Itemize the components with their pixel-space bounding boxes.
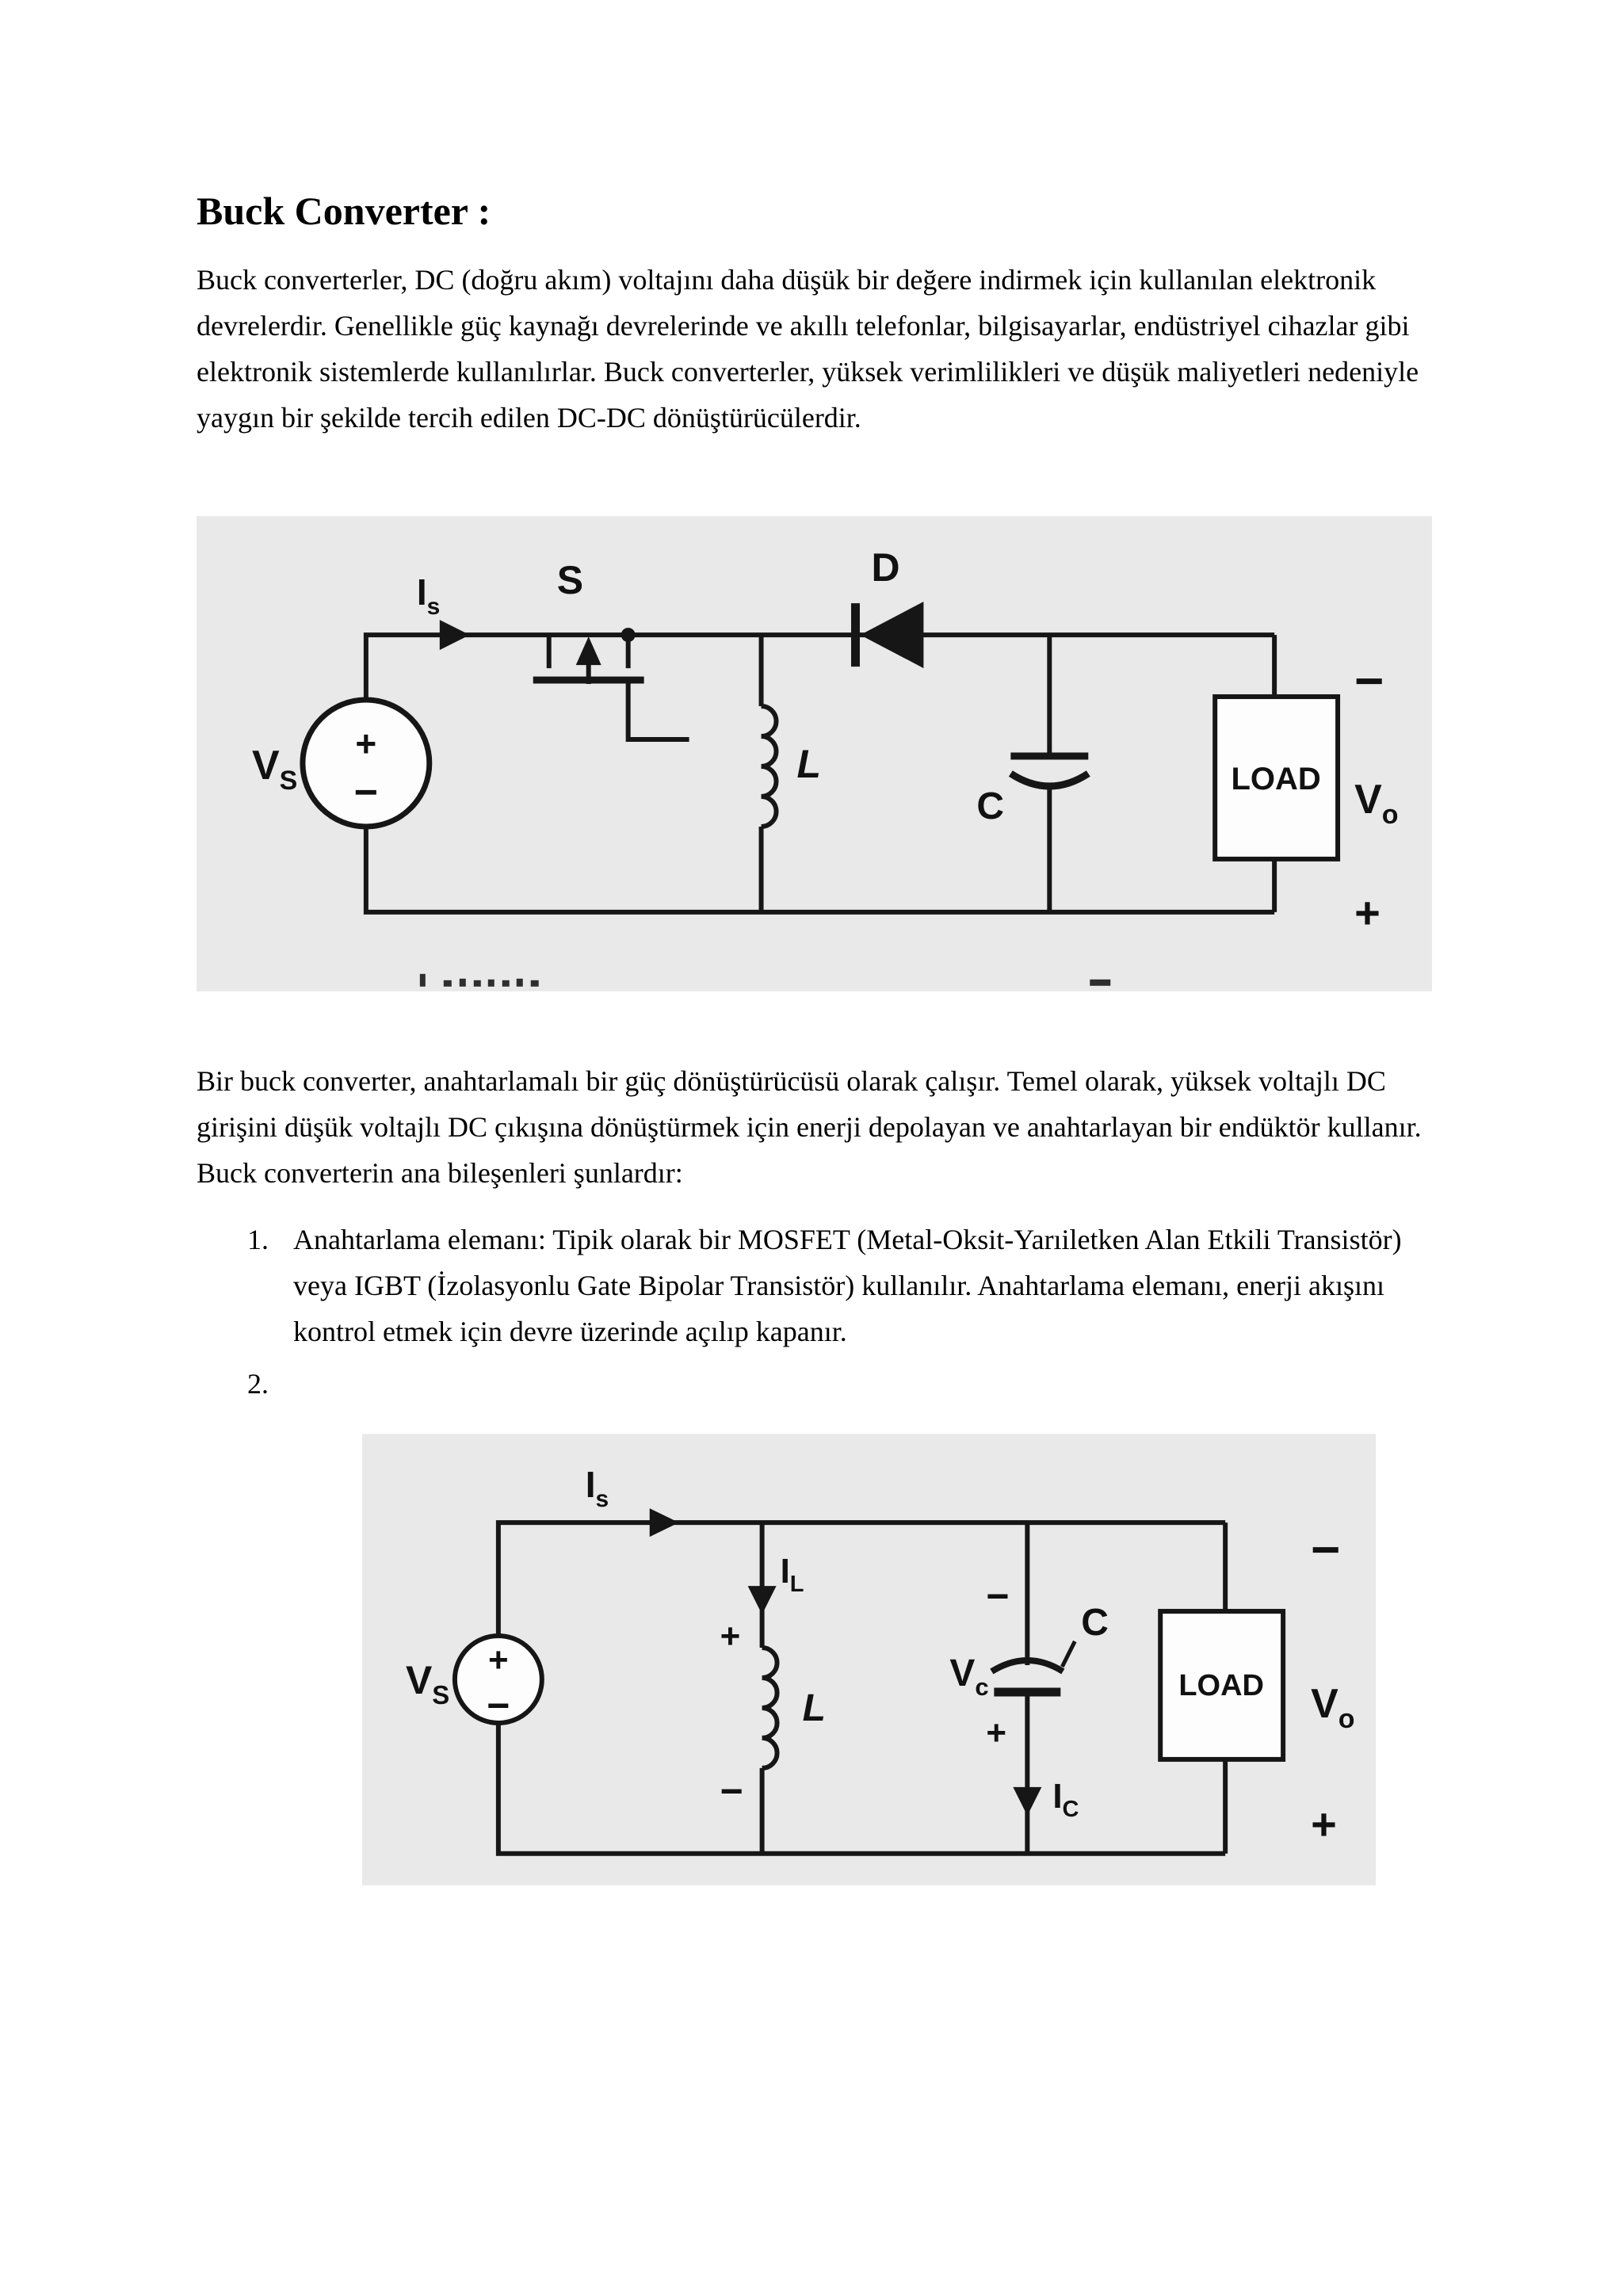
list-item-1-text: Anahtarlama elemanı: Tipik olarak bir MO… [293,1224,1402,1347]
output-minus-sign: − [1354,652,1384,709]
list-item-1: 1. Anahtarlama elemanı: Tipik olarak bir… [247,1217,1432,1354]
source-current-arrow [649,1508,679,1538]
fig1-wires [363,632,1277,915]
source-current-label: Is [417,571,440,620]
capacitor-symbol [990,1640,1077,1697]
voltage-source-symbol [452,1633,544,1725]
list-item-2-text [293,1361,1432,1407]
source-voltage-label: VS [406,1658,449,1710]
load-label: LOAD [1232,762,1321,797]
output-voltage-label: Vo [1311,1681,1354,1734]
diode-label: D [871,545,899,590]
diode-symbol [850,602,924,669]
fig2-wires [495,1520,1228,1856]
source-current-label: Is [586,1464,609,1512]
intro-paragraph: Buck converterler, DC (doğru akım) volta… [197,264,1419,434]
capacitor-current-arrow [1013,1786,1042,1816]
inductor-current-label: IL [781,1552,804,1597]
list-item-1-number: 1. [247,1224,269,1255]
output-plus-sign: + [1311,1799,1337,1849]
output-plus-sign: + [1354,888,1381,938]
load-box [1158,1609,1286,1762]
inductor-label: L [803,1687,826,1729]
body-paragraph: Bir buck converter, anahtarlamalı bir gü… [197,1065,1422,1189]
inductor-minus-sign: − [720,1769,743,1813]
source-current-arrow [439,620,470,651]
capacitor-voltage-label: Vc [949,1652,988,1701]
capacitor-current-label: IC [1052,1777,1079,1822]
source-plus-sign: + [488,1641,509,1679]
fig1-svg: Is S D VS + − L C LOAD − Vo + [197,516,1432,991]
inductor-current-arrow [747,1586,777,1615]
list-item-2: 2. [247,1361,1432,1407]
mosfet-switch-symbol [533,628,689,743]
figure-buck-equivalent-circuit: Is VS + − IL + L − − Vc + C IC LOAD − Vo… [362,1434,1376,1885]
switch-label: S [557,558,583,602]
load-box [1212,694,1341,861]
fig2-svg: Is VS + − IL + L − − Vc + C IC LOAD − Vo… [362,1434,1376,1885]
source-plus-sign: + [355,723,376,764]
figure-buck-converter-circuit: Is S D VS + − L C LOAD − Vo + [197,516,1432,991]
list-item-2-number: 2. [247,1368,269,1400]
load-label: LOAD [1178,1669,1264,1702]
document-content: Buck Converter : Buck converterler, DC (… [197,187,1432,1885]
capacitor-label: C [976,785,1004,827]
cropped-caption-fragments [419,973,1111,987]
inductor-label: L [797,742,822,786]
source-minus-sign: − [354,770,378,816]
source-minus-sign: − [487,1683,510,1728]
capacitor-plus-sign: + [986,1713,1006,1752]
capacitor-label: C [1081,1602,1109,1644]
output-minus-sign: − [1311,1521,1340,1578]
page-title: Buck Converter : [197,189,491,233]
inductor-plus-sign: + [720,1617,741,1656]
source-voltage-label: VS [252,743,297,796]
capacitor-minus-sign: − [986,1574,1009,1618]
output-voltage-label: Vo [1354,777,1398,830]
voltage-source-symbol [300,697,433,830]
capacitor-symbol [1008,752,1090,790]
